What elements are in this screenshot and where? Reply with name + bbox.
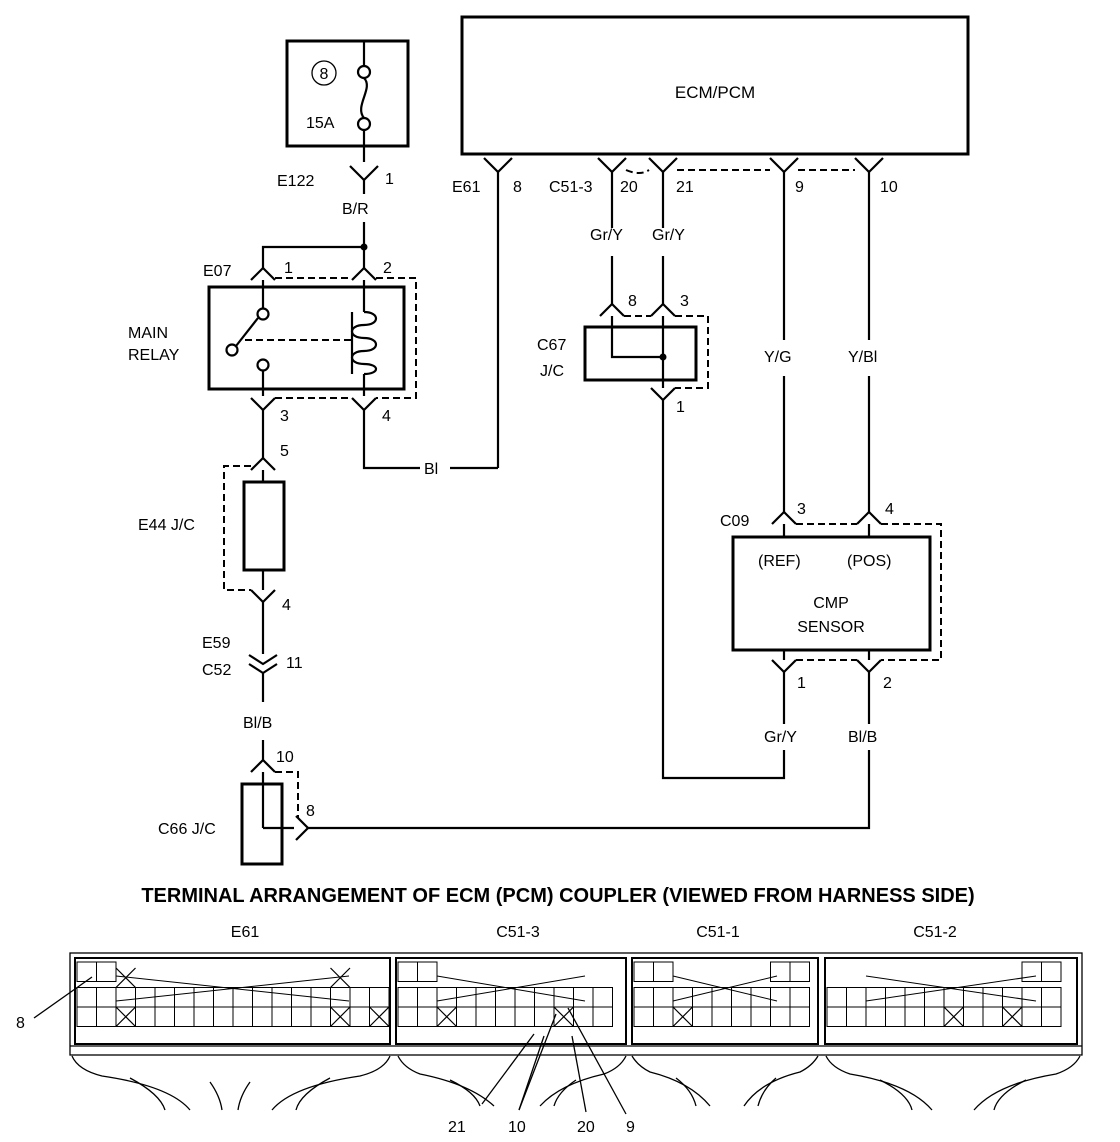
e44-pin-4: 4 [282,597,291,614]
c09-label: C09 [720,513,749,530]
coupler-c51-3-label: C51-3 [496,924,540,941]
harness-curves [71,1055,1081,1111]
cmp-label-2: SENSOR [797,619,865,636]
e61-pin-label: 8 [513,179,522,196]
bl-b-wire-label: Bl/B [243,715,272,732]
e44-junction-connector: 5 4 E44 J/C [138,410,291,614]
e44-label: E44 J/C [138,517,195,534]
terminal-section-title: TERMINAL ARRANGEMENT OF ECM (PCM) COUPLE… [141,885,974,907]
coupler-c51-1-label: C51-1 [696,924,740,941]
c52-label: C52 [202,662,231,679]
coupler-c51-2-label: C51-2 [913,924,957,941]
fuse-box: 8 15A [285,39,410,148]
c66-label: C66 J/C [158,821,216,838]
c67-pin-8: 8 [628,293,637,310]
coupler-c51-2 [824,957,1078,1045]
c51-3-connector-label: C51-3 [549,179,593,196]
callout-pin-20: 20 [577,1119,595,1136]
callout-pin-9: 9 [626,1119,635,1136]
coupler-c51-1 [631,957,819,1045]
relay-pin-2: 2 [383,260,392,277]
main-relay: MAIN RELAY E07 1 2 3 4 [128,245,417,425]
callout-pin-21: 21 [448,1119,466,1136]
c67-jc-label: J/C [540,363,564,380]
bl-b-sensor-wire-label: Bl/B [848,729,877,746]
ecm-label: ECM/PCM [675,83,755,102]
e07-label: E07 [203,263,232,280]
e61-connector-label: E61 [452,179,481,196]
relay-pin-4: 4 [382,408,391,425]
c66-pin-10: 10 [276,749,294,766]
bl-wire: Bl [362,410,498,478]
c67-label: C67 [537,337,566,354]
gr-y-wire-a-label: Gr/Y [590,227,623,244]
ecm-coupler-diagram [69,952,1083,1056]
ecm-terminals: E61 8 C51-3 20 21 9 10 [452,157,898,468]
y-g-wire-label: Y/G [764,349,792,366]
b-r-wire-label: B/R [342,201,369,218]
e122-pin-label: 1 [385,171,394,188]
ecm-pin-20-label: 20 [620,179,638,196]
gr-y-wire-b-label: Gr/Y [652,227,685,244]
gr-y-sensor-wire-label: Gr/Y [764,729,797,746]
coupler-labels: E61 C51-3 C51-1 C51-2 [231,924,957,941]
c67-pin-1: 1 [676,399,685,416]
ecm-pin-21-label: 21 [676,179,694,196]
callout-pin-10: 10 [508,1119,526,1136]
e59-label: E59 [202,635,231,652]
ecm-pin-9-label: 9 [795,179,804,196]
e122-label: E122 [277,173,314,190]
cmp-pos-label: (POS) [847,553,891,570]
e122-connector: E122 1 B/R [277,146,394,251]
relay-pin-1: 1 [284,260,293,277]
cmp-pin-4: 4 [885,501,894,518]
e59-c52-connector: E59 C52 11 Bl/B [202,602,303,732]
coupler-e61 [74,957,391,1045]
y-bl-wire-label: Y/Bl [848,349,877,366]
main-relay-label-2: RELAY [128,347,180,364]
coupler-e61-label: E61 [231,924,260,941]
ecm-pin-10-label: 10 [880,179,898,196]
cmp-ref-label: (REF) [758,553,801,570]
bl-wire-label: Bl [424,461,438,478]
c66-pin-8: 8 [306,803,315,820]
relay-pin-3: 3 [280,408,289,425]
ecm-pcm-module: ECM/PCM [460,15,970,156]
fuse-rating: 15A [306,115,335,132]
fuse-number: 8 [320,66,329,83]
coupler-c51-3 [395,957,627,1045]
e59-pin-11: 11 [286,655,303,672]
cmp-pin-1: 1 [797,675,806,692]
cmp-label-1: CMP [813,595,849,612]
cmp-pin-3: 3 [797,501,806,518]
terminal-callouts: 8 21 10 20 9 [16,976,635,1136]
e44-pin-5: 5 [280,443,289,460]
main-relay-label-1: MAIN [128,325,168,342]
cmp-pin-2: 2 [883,675,892,692]
c67-pin-3: 3 [680,293,689,310]
c67-junction-connector: Gr/Y Gr/Y 8 3 1 C67 J/C [537,227,786,780]
cmp-sensor: Y/G Y/Bl 3 4 C09 (REF) (POS) CMP SENSOR … [720,349,942,756]
callout-pin-8: 8 [16,1015,25,1032]
c66-junction-connector: 10 8 C66 J/C [158,740,871,866]
